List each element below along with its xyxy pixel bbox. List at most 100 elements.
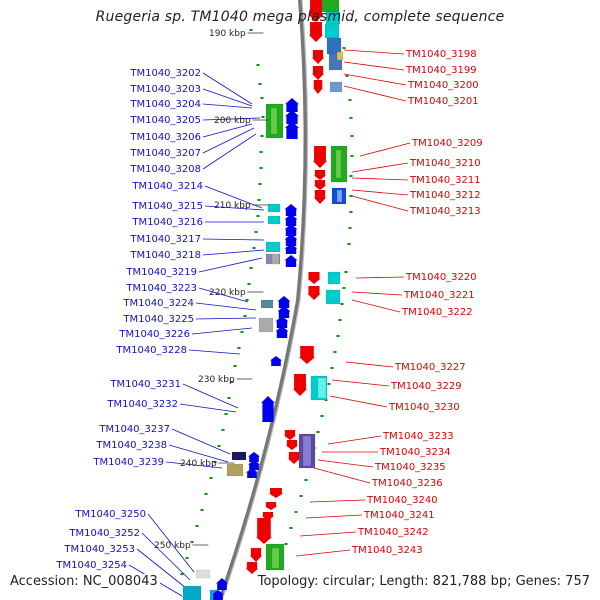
reverse-gene-arrow (309, 22, 323, 42)
coordinate-dot (245, 299, 249, 301)
leader-line (309, 499, 366, 503)
leader-line (202, 238, 265, 241)
coordinate-dot (349, 195, 353, 197)
forward-gene-label: TM1040_3216 (131, 217, 203, 228)
gene-block (271, 547, 280, 569)
reverse-gene-label: TM1040_3243 (351, 545, 423, 556)
gene-block (195, 569, 211, 579)
scale-tick-label: 200 kbp (214, 116, 251, 126)
forward-gene-arrow (277, 296, 291, 308)
leader-line (195, 302, 257, 311)
forward-gene-arrow (275, 316, 289, 328)
reverse-gene-arrow (314, 170, 326, 180)
scale-tick-label: 220 kbp (209, 288, 246, 298)
forward-gene-labels: TM1040_3202TM1040_3203TM1040_3204TM1040_… (55, 68, 203, 571)
coordinate-dot (294, 511, 298, 513)
forward-gene-label: TM1040_3226 (118, 329, 190, 340)
reverse-gene-label: TM1040_3201 (407, 96, 479, 107)
leader-line (191, 327, 253, 335)
coordinate-dot (200, 509, 204, 511)
reverse-gene-label: TM1040_3236 (371, 478, 443, 489)
coordinate-dot (249, 29, 253, 31)
forward-gene-label: TM1040_3202 (129, 68, 201, 79)
forward-gene-label: TM1040_3250 (74, 509, 146, 520)
reverse-gene-label: TM1040_3234 (379, 447, 451, 458)
forward-gene-arrow (284, 214, 298, 226)
scale-tick-label: 250 kbp (154, 541, 191, 551)
leader-line (202, 117, 261, 121)
reverse-gene-label: TM1040_3241 (363, 510, 435, 521)
leader-line (171, 428, 231, 455)
leader-line (179, 403, 237, 413)
coordinate-dot (349, 175, 353, 177)
forward-gene-label: TM1040_3237 (98, 424, 170, 435)
reverse-gene-label: TM1040_3240 (366, 495, 438, 506)
leader-line (329, 395, 388, 408)
gene-block (327, 271, 341, 285)
reverse-gene-arrow (293, 374, 307, 396)
reverse-gene-arrow (250, 548, 262, 562)
leader-line (202, 103, 253, 109)
coordinate-dot (348, 227, 352, 229)
coordinate-dot (336, 335, 340, 337)
coordinate-dot (289, 527, 293, 529)
coordinate-dot (221, 429, 225, 431)
coordinate-dot (327, 383, 331, 385)
leader-line (351, 162, 409, 173)
forward-gene-label: TM1040_3204 (129, 99, 201, 110)
reverse-gene-label: TM1040_3200 (407, 80, 479, 91)
leader-line (295, 549, 351, 557)
reverse-gene-arrow (284, 430, 296, 440)
leader-line (313, 467, 371, 484)
reverse-gene-arrow (256, 518, 272, 544)
reverse-gene-label: TM1040_3198 (405, 49, 477, 60)
coordinate-dot (258, 83, 262, 85)
coordinate-dot (316, 431, 320, 433)
reverse-gene-arrow (299, 346, 315, 364)
gene-block (324, 23, 340, 39)
reverse-gene-arrow (309, 0, 323, 22)
forward-gene-label: TM1040_3239 (92, 457, 164, 468)
coordinate-dot (224, 413, 228, 415)
reverse-gene-label: TM1040_3212 (409, 190, 481, 201)
forward-gene-arrow (284, 204, 298, 216)
coordinate-dot (254, 231, 258, 233)
leader-line (355, 276, 405, 279)
reverse-gene-arrow (312, 66, 324, 80)
coordinate-dot (342, 287, 346, 289)
leader-line (202, 133, 257, 170)
reverse-gene-arrow (269, 488, 283, 498)
coordinate-dot (344, 271, 348, 273)
coordinate-dot (350, 155, 354, 157)
reverse-gene-arrow (265, 502, 277, 510)
reverse-gene-label: TM1040_3209 (411, 138, 483, 149)
forward-gene-label: TM1040_3231 (109, 379, 181, 390)
leader-line (141, 532, 191, 581)
leader-line (147, 513, 195, 573)
leader-line (198, 257, 263, 273)
leader-line (359, 142, 411, 157)
coordinate-dot (237, 347, 241, 349)
reverse-gene-label: TM1040_3211 (409, 175, 481, 186)
leader-line (317, 459, 374, 468)
coordinate-dot (247, 283, 251, 285)
forward-gene-label: TM1040_3208 (129, 164, 201, 175)
forward-gene-arrow (285, 110, 299, 124)
leader-line (299, 531, 357, 537)
gene-block (271, 253, 280, 265)
leader-line (182, 383, 239, 409)
reverse-gene-label: TM1040_3220 (405, 272, 477, 283)
forward-gene-arrow (284, 234, 298, 246)
coordinate-dot (243, 315, 247, 317)
reverse-gene-arrow (313, 80, 323, 94)
leader-line (188, 349, 241, 355)
leader-line (204, 205, 265, 211)
forward-gene-label: TM1040_3219 (125, 267, 197, 278)
coordinate-dot (299, 495, 303, 497)
reverse-gene-arrow (307, 286, 321, 300)
leader-line (343, 61, 405, 71)
gene-block (267, 215, 281, 225)
forward-gene-label: TM1040_3232 (106, 399, 178, 410)
